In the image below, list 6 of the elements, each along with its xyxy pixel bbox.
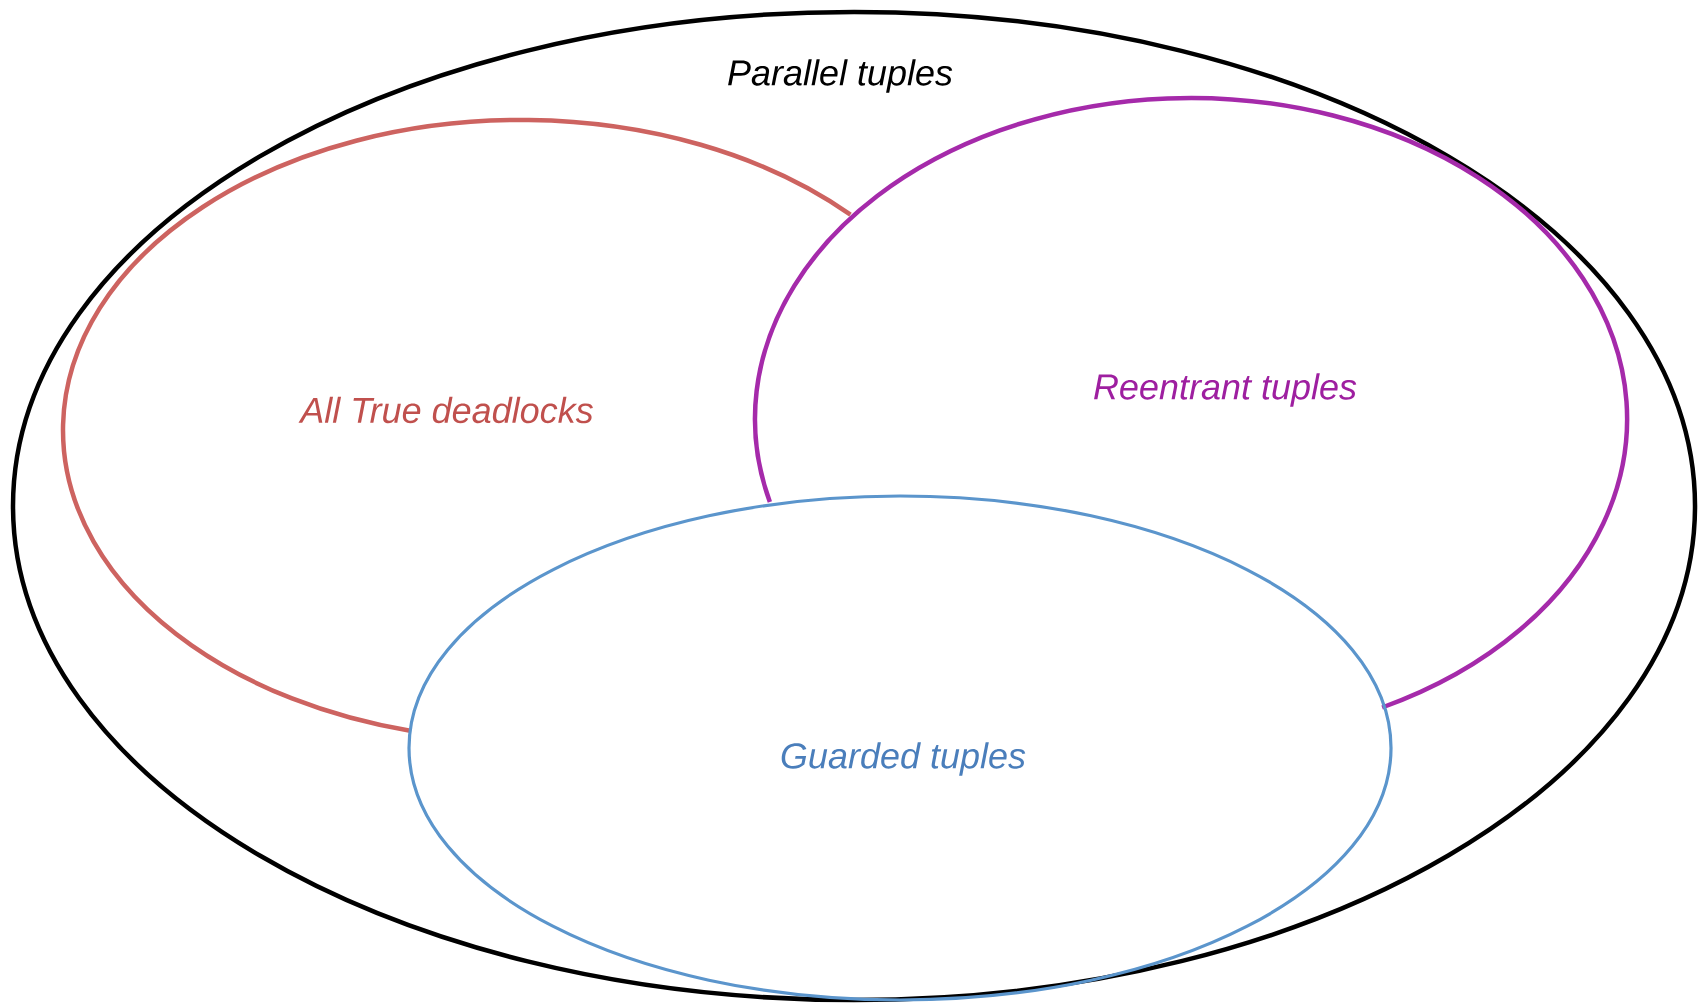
set-label: Guarded tuples bbox=[781, 742, 1026, 776]
set-label: Reentrant tuples bbox=[1094, 373, 1357, 407]
set-ellipse bbox=[10, 9, 1698, 1003]
set-label: All True deadlocks bbox=[298, 396, 593, 424]
set-ellipse bbox=[407, 494, 1393, 1002]
set-label: Parallel tuples bbox=[728, 59, 953, 93]
